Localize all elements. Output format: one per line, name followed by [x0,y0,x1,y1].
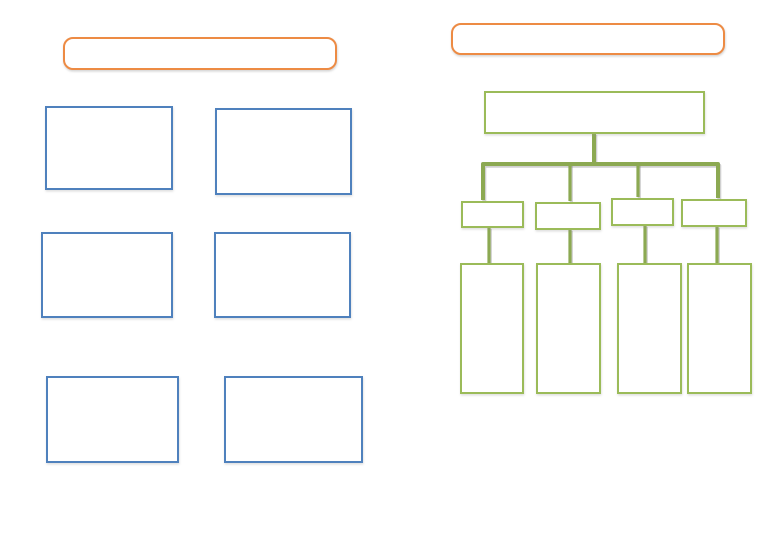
left-title-placeholder [63,37,337,70]
org-chart-root-box [484,91,705,134]
org-chart-branch-box-2 [535,202,601,230]
org-chart-leaf-box-1 [460,263,524,394]
left-content-box-4 [214,232,351,318]
org-chart-leaf-box-2 [536,263,601,394]
left-content-box-2 [215,108,352,195]
left-content-box-1 [45,106,173,190]
left-content-box-6 [224,376,363,463]
org-chart-branch-box-3 [611,198,674,226]
org-chart-branch-box-1 [461,201,524,228]
left-content-box-5 [46,376,179,463]
left-content-box-3 [41,232,173,318]
org-chart-leaf-box-3 [617,263,682,394]
t-bar-connector [481,162,720,200]
org-chart-leaf-box-4 [687,263,752,394]
right-title-placeholder [451,23,725,55]
org-chart-branch-box-4 [681,199,747,227]
